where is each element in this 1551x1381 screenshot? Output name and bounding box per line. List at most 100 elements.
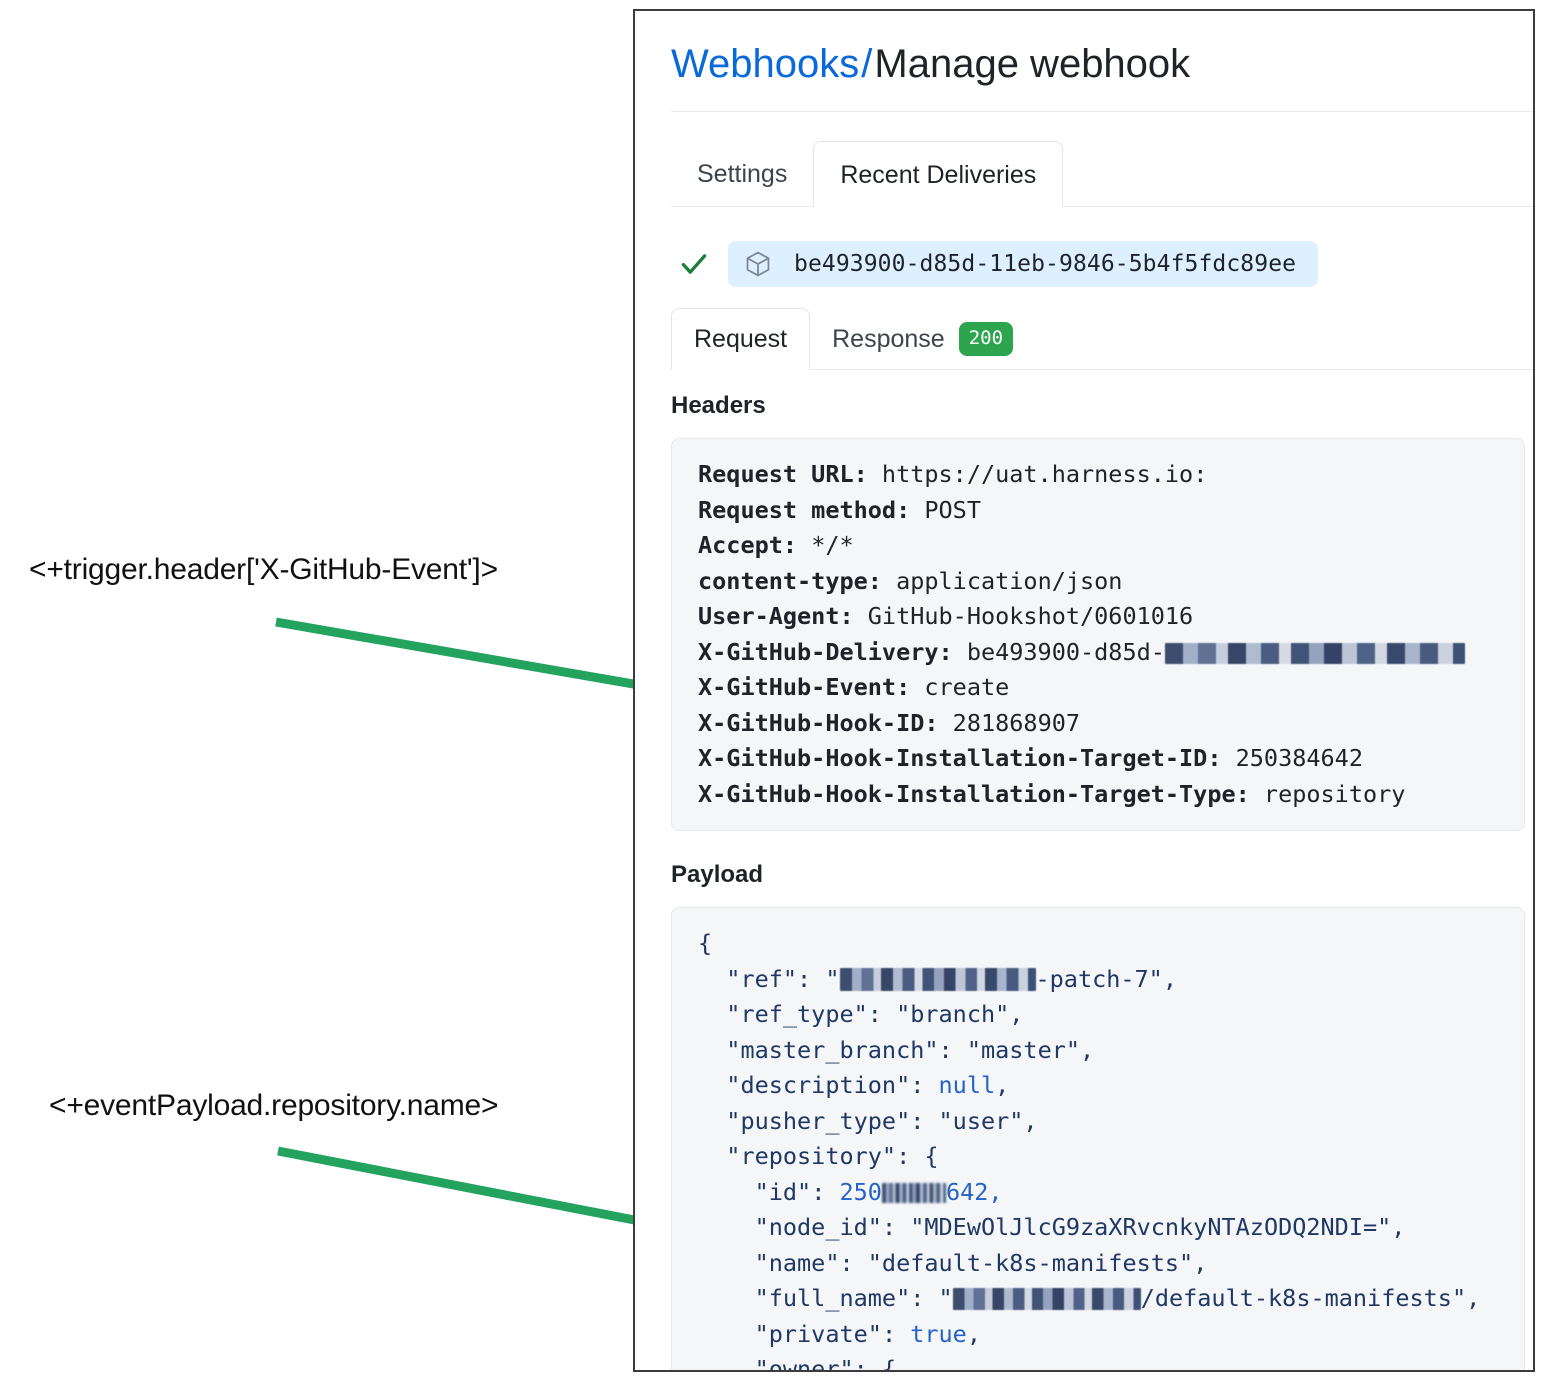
payload-key-name: "name" [754,1248,840,1277]
payload-brace: { [698,929,713,957]
header-key: X-GitHub-Hook-ID: [698,708,939,737]
header-line: Accept: */* [698,528,1524,564]
payload-line: "owner": { [698,1352,1524,1370]
header-line: X-GitHub-Hook-Installation-Target-Type: … [698,777,1524,813]
payload-code-box: { "ref": "-patch-7", "ref_type": "branch… [671,907,1525,1370]
payload-key-full-name: "full_name" [754,1284,911,1312]
payload-colon: : [867,1000,897,1028]
header-key: content-type: [698,566,882,595]
header-value: be493900-d85d- [952,637,1165,666]
payload-colon: : [853,1355,882,1370]
payload-value-name: "default-k8s-manifests", [867,1248,1208,1277]
header-line: X-GitHub-Event: create [698,670,1524,706]
payload-brace: { [924,1142,939,1170]
cube-icon [746,251,770,277]
delivery-row: be493900-d85d-11eb-9846-5b4f5fdc89ee [679,240,1533,288]
main-tab-bar: Settings Recent Deliveries [671,141,1533,207]
header-value: create [910,673,1010,701]
payload-line: "name": "default-k8s-manifests", [698,1246,1524,1282]
payload-line: "ref_type": "branch", [698,997,1524,1033]
header-line: X-GitHub-Hook-Installation-Target-ID: 25… [698,741,1524,777]
payload-key-node-id: "node_id" [754,1213,882,1241]
payload-section-title: Payload [671,861,764,888]
header-value: GitHub-Hookshot/0601016 [853,602,1194,630]
payload-ref-suffix: -patch-7", [1035,964,1177,993]
payload-key-master-branch: "master_branch" [726,1035,939,1064]
header-key: X-GitHub-Event: [698,673,911,701]
payload-line: { [698,926,1524,962]
payload-brace: { [881,1355,897,1370]
header-value: 250384642 [1221,744,1363,772]
payload-key-private: "private" [754,1319,882,1348]
payload-value-node-id: "MDEwOlJlcG9zaXRvcnkyNTAzODQ2NDI=", [910,1213,1406,1241]
tab-recent-deliveries[interactable]: Recent Deliveries [813,141,1064,207]
payload-value-private: true [910,1319,967,1348]
payload-line: "description": null, [698,1068,1524,1104]
header-key: X-GitHub-Hook-Installation-Target-Type: [698,779,1250,808]
webhook-panel: Webhooks/Manage webhook Settings Recent D… [633,9,1535,1372]
breadcrumb: Webhooks/Manage webhook [671,39,1533,89]
payload-key-pusher-type: "pusher_type" [726,1106,911,1135]
payload-colon: : [881,1319,911,1348]
header-line: content-type: application/json [698,564,1524,600]
annotation-arrow-trigger-header [275,617,714,719]
header-value: repository [1249,779,1406,808]
header-value: application/json [881,566,1123,595]
breadcrumb-link-webhooks[interactable]: Webhooks [671,42,860,86]
payload-line: "private": true, [698,1317,1524,1353]
payload-colon: : [881,1213,911,1241]
tab-settings[interactable]: Settings [697,160,788,188]
header-value: https://uat.harness.io: [867,460,1208,488]
payload-key-owner: "owner" [754,1355,854,1370]
header-key: Accept: [698,531,798,559]
header-divider [671,111,1533,112]
payload-comma: , [995,1071,1010,1099]
payload-colon: : [811,1177,840,1206]
payload-colon: : [896,1142,925,1170]
status-badge: 200 [958,322,1014,356]
payload-value-pusher-type: "user", [938,1106,1038,1135]
payload-colon: : [910,1284,939,1312]
header-line: X-GitHub-Hook-ID: 281868907 [698,706,1524,742]
headers-code-box: Request URL: https://uat.harness.io: Req… [671,438,1525,831]
header-key: Request method: [698,495,911,524]
payload-value-full-name-suffix: /default-k8s-manifests", [1140,1284,1481,1312]
tab-request[interactable]: Request [671,308,811,370]
payload-value-master-branch: "master", [966,1035,1095,1064]
payload-value-id-prefix: 250 [839,1177,882,1206]
payload-line: "master_branch": "master", [698,1033,1524,1069]
redacted-repo-id [881,1182,946,1203]
headers-section-title: Headers [671,392,766,419]
payload-line: "full_name": "/default-k8s-manifests", [754,1284,1481,1312]
payload-line: "pusher_type": "user", [698,1104,1524,1140]
header-line: User-Agent: GitHub-Hookshot/0601016 [698,599,1524,635]
header-line: X-GitHub-Delivery: be493900-d85d- [698,635,1524,671]
payload-line: "ref": "-patch-7", [726,964,1177,993]
payload-colon: : [910,1106,939,1135]
payload-key-id: "id" [754,1177,812,1206]
header-line: Request method: POST [698,493,1524,529]
annotation-label-event-payload: <+eventPayload.repository.name> [49,1089,499,1122]
header-key: User-Agent: [698,602,854,630]
redacted-owner-login [952,1288,1141,1310]
redacted-ref-owner [839,967,1036,991]
payload-key-repository: "repository" [726,1142,897,1170]
payload-comma: , [966,1319,981,1348]
payload-colon: : [797,964,826,993]
payload-key-description: "description" [726,1071,911,1099]
check-icon [681,254,707,274]
payload-line: "node_id": "MDEwOlJlcG9zaXRvcnkyNTAzODQ2… [698,1210,1524,1246]
header-key: X-GitHub-Hook-Installation-Target-ID: [698,744,1222,772]
payload-value-ref-type: "branch", [896,1000,1024,1028]
delivery-guid: be493900-d85d-11eb-9846-5b4f5fdc89ee [794,251,1297,277]
page-title: Manage webhook [874,42,1191,86]
payload-colon: : [938,1035,967,1064]
delivery-id-chip[interactable]: be493900-d85d-11eb-9846-5b4f5fdc89ee [728,241,1319,287]
payload-colon: : [910,1071,939,1099]
payload-key-ref: "ref" [726,964,798,993]
payload-line: "repository": { [698,1139,1524,1175]
payload-value-description: null [938,1071,996,1099]
